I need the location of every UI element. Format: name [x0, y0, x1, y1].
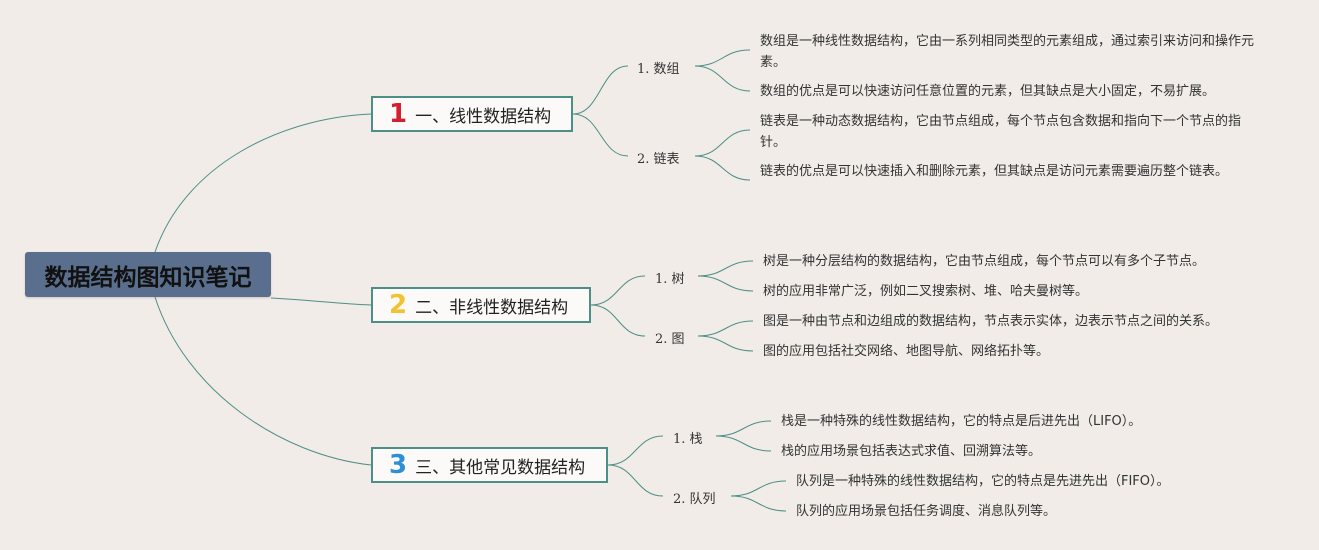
link-list-note-1: [694, 129, 751, 157]
note-array-pros-cons: 数组的优点是可以快速访问任意位置的元素，但其缺点是大小固定，不易扩展。: [760, 84, 1216, 99]
link-branch1-array: [572, 65, 629, 115]
subtopic-queue[interactable]: 2. 队列: [673, 492, 716, 507]
link-branch1-linked-list: [572, 113, 629, 157]
link-branch2-tree: [590, 275, 646, 306]
link-root-branch-2: [270, 297, 372, 306]
branch-nonlinear[interactable]: 2 二、非线性数据结构: [371, 287, 591, 323]
branch-number-badge: 2: [389, 290, 408, 320]
link-branch3-stack: [607, 435, 664, 466]
root-topic[interactable]: 数据结构图知识笔记: [25, 252, 271, 297]
link-array-note-1: [694, 49, 751, 67]
link-stack-note-1: [715, 420, 772, 437]
link-list-note-2: [694, 155, 751, 181]
link-root-branch-3: [154, 296, 372, 466]
note-tree-applications: 树的应用非常广泛，例如二叉搜索树、堆、哈夫曼树等。: [763, 284, 1089, 299]
subtopic-stack[interactable]: 1. 栈: [673, 432, 703, 447]
note-stack-applications: 栈的应用场景包括表达式求值、回溯算法等。: [781, 444, 1042, 459]
link-tree-note-2: [697, 275, 754, 292]
branch-number-badge: 3: [389, 450, 408, 480]
link-stack-note-2: [715, 435, 772, 452]
note-array-definition: 数组是一种线性数据结构，它由一系列相同类型的元素组成，通过索引来访问和操作元素。: [760, 34, 1255, 70]
note-graph-applications: 图的应用包括社交网络、地图导航、网络拓扑等。: [763, 344, 1050, 359]
link-queue-note-1: [730, 480, 787, 497]
link-branch2-graph: [590, 304, 646, 337]
branch-linear[interactable]: 1 一、线性数据结构: [371, 96, 573, 132]
subtopic-array[interactable]: 1. 数组: [637, 62, 680, 77]
link-queue-note-2: [730, 495, 787, 512]
note-queue-applications: 队列的应用场景包括任务调度、消息队列等。: [796, 504, 1057, 519]
subtopic-graph[interactable]: 2. 图: [655, 332, 685, 347]
note-stack-definition: 栈是一种特殊的线性数据结构，它的特点是后进先出（LIFO）。: [781, 414, 1142, 429]
note-tree-definition: 树是一种分层结构的数据结构，它由节点组成，每个节点可以有多个子节点。: [763, 254, 1206, 269]
branch-label: 一、线性数据结构: [415, 106, 552, 127]
link-tree-note-1: [697, 260, 754, 277]
link-graph-note-2: [697, 335, 754, 352]
note-graph-definition: 图是一种由节点和边组成的数据结构，节点表示实体，边表示节点之间的关系。: [763, 314, 1219, 329]
subtopic-linked-list[interactable]: 2. 链表: [637, 152, 680, 167]
link-array-note-2: [694, 65, 751, 92]
branch-number-badge: 1: [389, 99, 408, 129]
branch-other[interactable]: 3 三、其他常见数据结构: [371, 447, 608, 483]
note-linked-list-pros-cons: 链表的优点是可以快速插入和删除元素，但其缺点是访问元素需要遍历整个链表。: [760, 164, 1229, 179]
note-linked-list-definition: 链表是一种动态数据结构，它由节点组成，每个节点包含数据和指向下一个节点的指针。: [760, 114, 1242, 150]
root-title: 数据结构图知识笔记: [44, 264, 252, 291]
link-graph-note-1: [697, 320, 754, 337]
subtopic-tree[interactable]: 1. 树: [655, 272, 685, 287]
branch-label: 二、非线性数据结构: [415, 297, 569, 318]
link-root-branch-1: [154, 113, 372, 253]
branch-label: 三、其他常见数据结构: [415, 457, 586, 478]
link-branch3-queue: [607, 464, 664, 497]
note-queue-definition: 队列是一种特殊的线性数据结构，它的特点是先进先出（FIFO）。: [796, 474, 1170, 489]
